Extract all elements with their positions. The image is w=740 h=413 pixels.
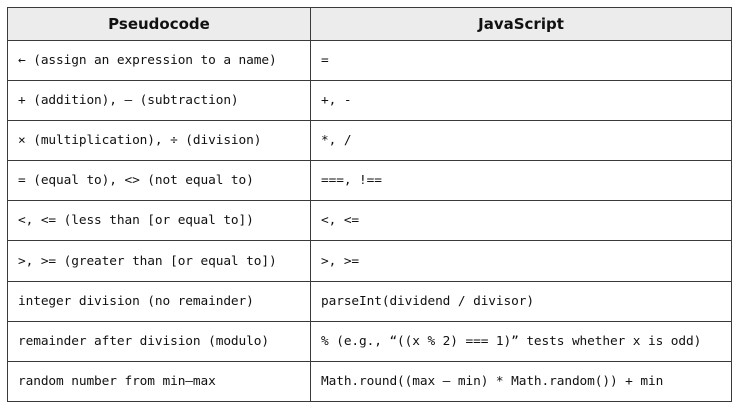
pseudocode-cell: <, <= (less than [or equal to]) <box>7 200 311 242</box>
table-row: remainder after division (modulo) % (e.g… <box>7 320 732 362</box>
table-row: × (multiplication), ÷ (division) *, / <box>7 120 732 162</box>
javascript-cell: +, - <box>310 80 732 122</box>
table-row: >, >= (greater than [or equal to]) >, >= <box>7 240 732 282</box>
table-row: random number from min–max Math.round((m… <box>7 360 732 402</box>
javascript-cell: Math.round((max – min) * Math.random()) … <box>310 360 732 402</box>
pseudocode-cell: >, >= (greater than [or equal to]) <box>7 240 311 282</box>
table-row: ← (assign an expression to a name) = <box>7 39 732 82</box>
pseudocode-javascript-table: Pseudocode JavaScript ← (assign an expre… <box>7 7 732 402</box>
header-pseudocode: Pseudocode <box>7 7 311 41</box>
header-javascript: JavaScript <box>310 7 732 41</box>
javascript-cell: *, / <box>310 120 732 162</box>
pseudocode-cell: + (addition), – (subtraction) <box>7 80 311 122</box>
javascript-cell: >, >= <box>310 240 732 282</box>
javascript-cell: parseInt(dividend / divisor) <box>310 280 732 322</box>
javascript-cell: = <box>310 39 732 82</box>
table-row: integer division (no remainder) parseInt… <box>7 280 732 322</box>
pseudocode-cell: ← (assign an expression to a name) <box>7 39 311 82</box>
pseudocode-cell: × (multiplication), ÷ (division) <box>7 120 311 162</box>
pseudocode-cell: random number from min–max <box>7 360 311 402</box>
javascript-cell: ===, !== <box>310 160 732 202</box>
table-row: + (addition), – (subtraction) +, - <box>7 80 732 122</box>
javascript-cell: <, <= <box>310 200 732 242</box>
header-row: Pseudocode JavaScript <box>7 7 732 41</box>
javascript-cell: % (e.g., “((x % 2) === 1)” tests whether… <box>310 320 732 362</box>
pseudocode-cell: remainder after division (modulo) <box>7 320 311 362</box>
pseudocode-cell: integer division (no remainder) <box>7 280 311 322</box>
pseudocode-cell: = (equal to), <> (not equal to) <box>7 160 311 202</box>
table-row: <, <= (less than [or equal to]) <, <= <box>7 200 732 242</box>
table-row: = (equal to), <> (not equal to) ===, !== <box>7 160 732 202</box>
